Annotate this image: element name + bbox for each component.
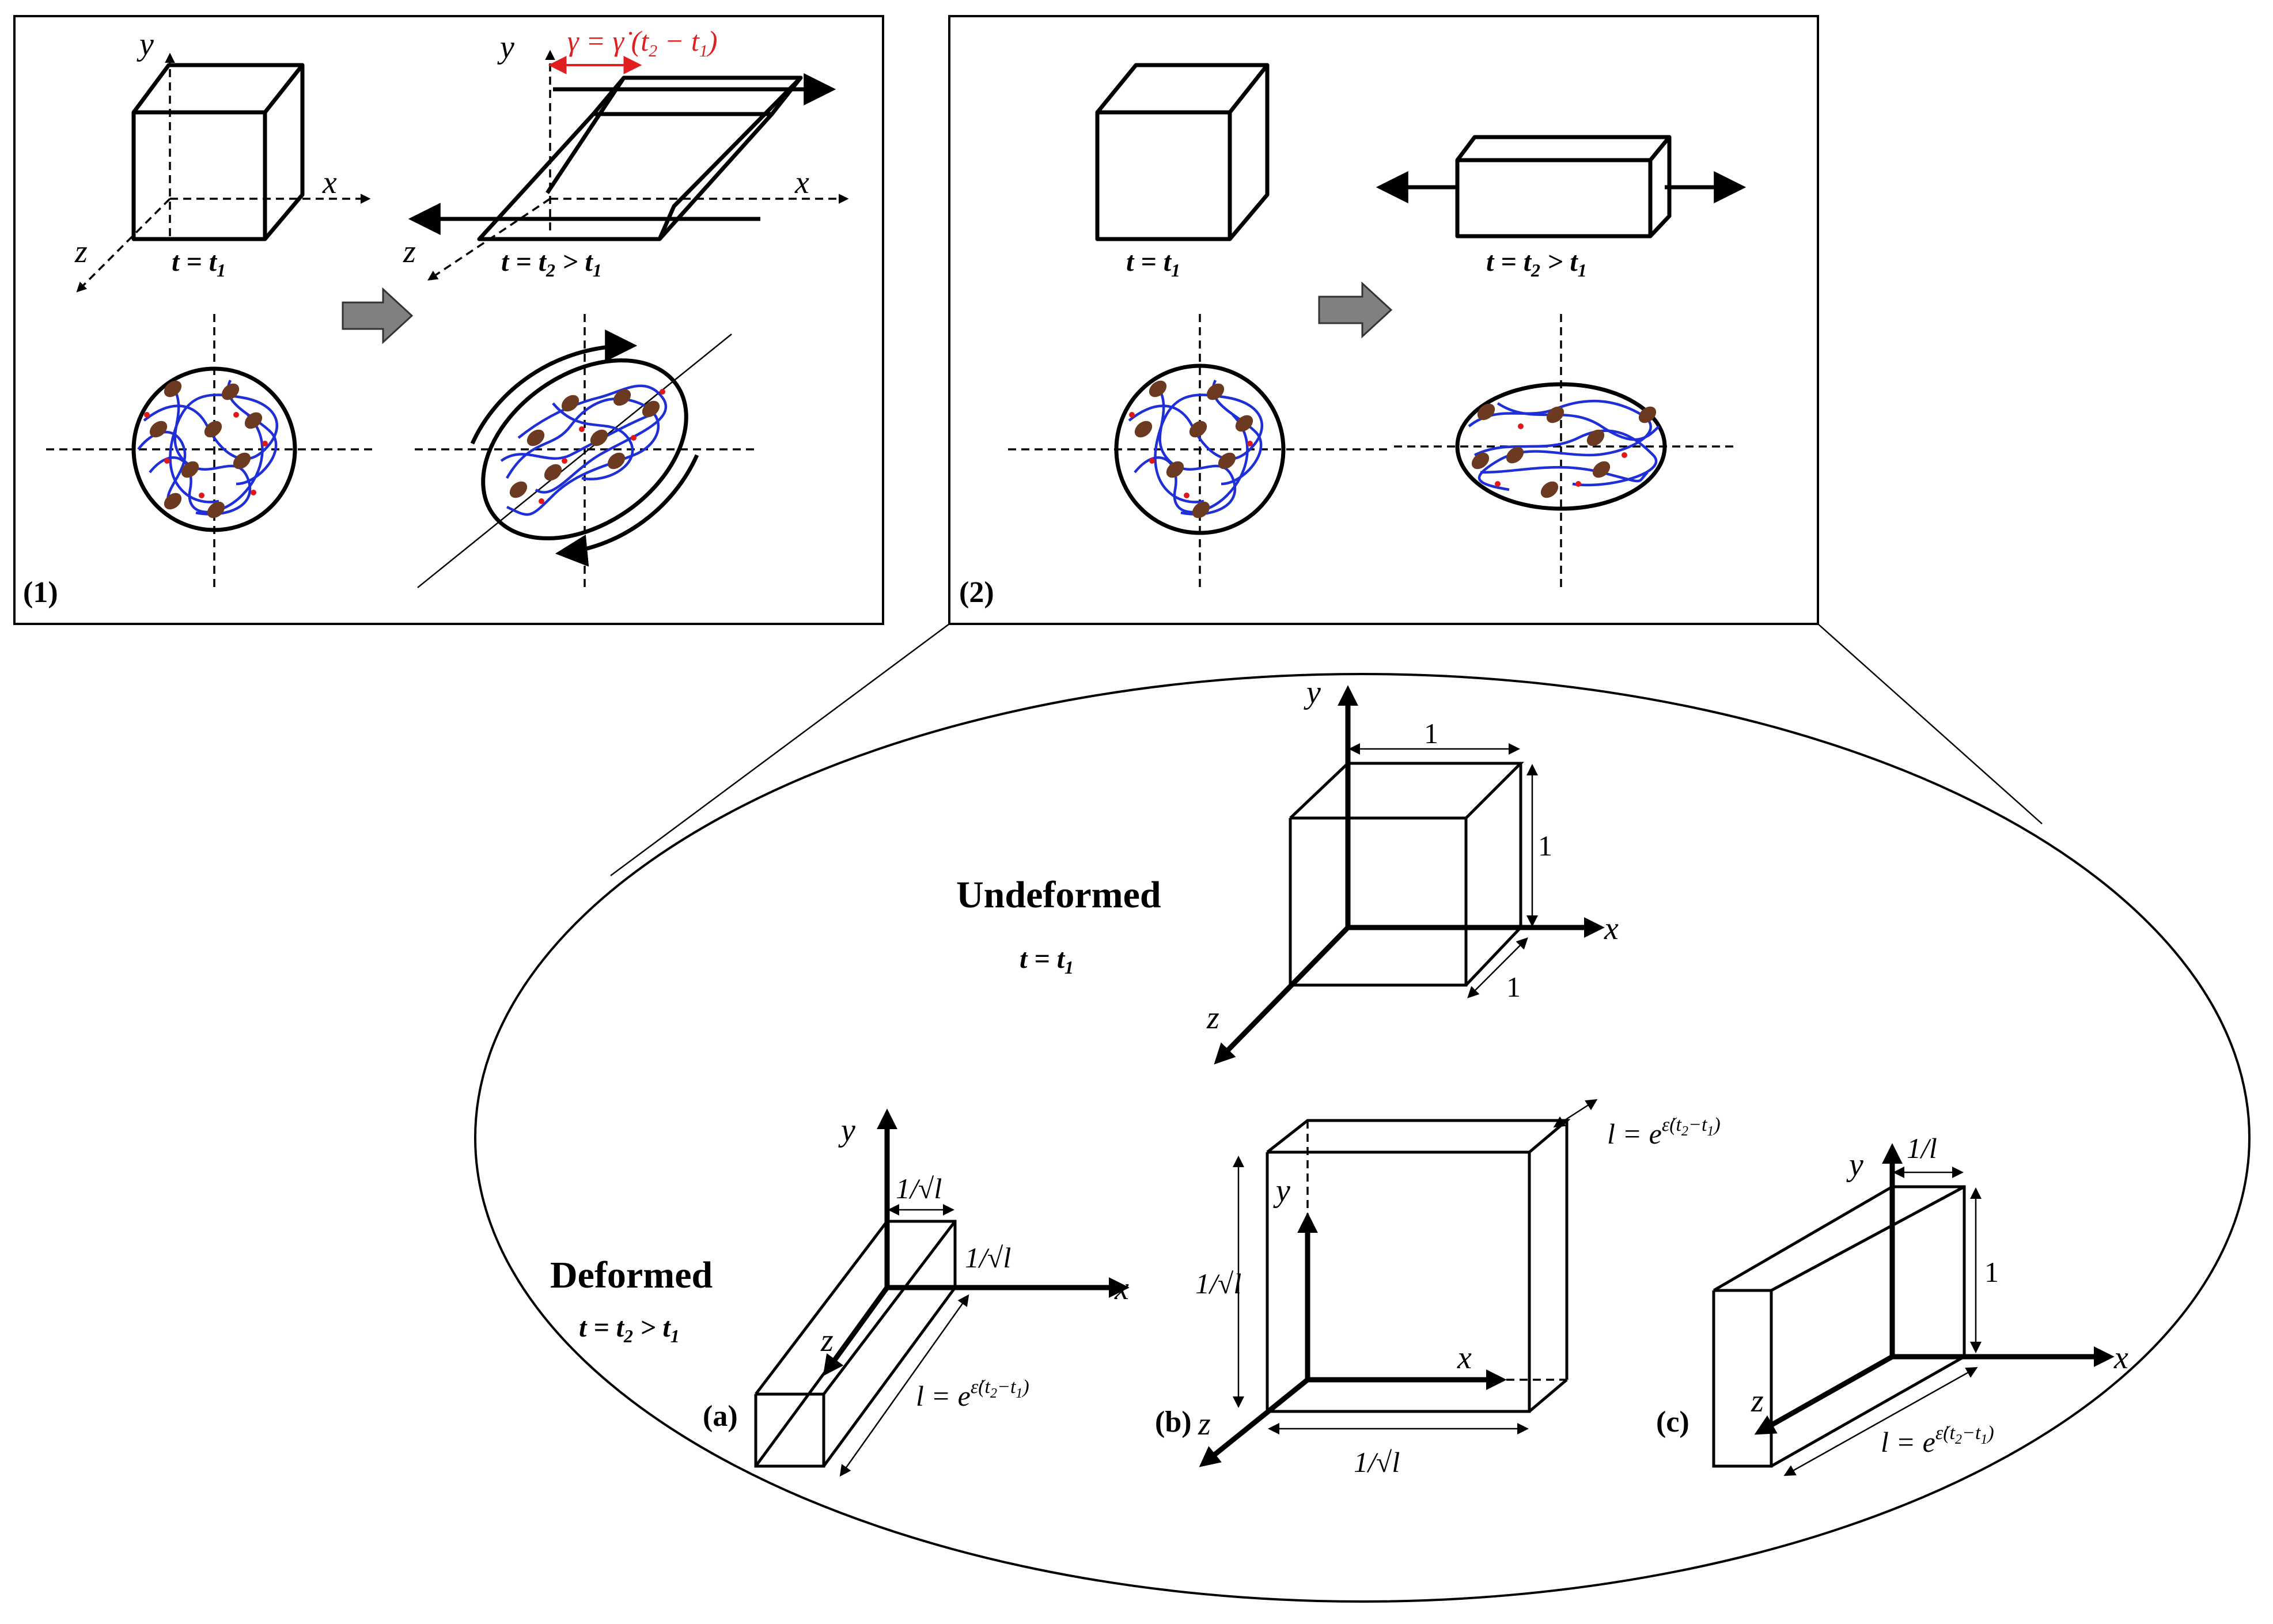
p1-particles	[149, 380, 263, 518]
p1-z-label: z	[74, 234, 88, 270]
p2-cube	[1095, 63, 1270, 241]
p1-ell-particles	[509, 389, 660, 498]
u-dim-depth	[1467, 937, 1528, 998]
u-z-axis	[1214, 925, 1350, 1065]
a-dim-l	[839, 1294, 969, 1477]
p2-ell-crosslinks	[1495, 423, 1627, 487]
a-label: (a)	[703, 1400, 738, 1433]
panel-1: y x z t = t1 y x z γ = γ̇ (t2 − t1) t = …	[13, 15, 884, 625]
p1-crosslinks	[144, 412, 268, 498]
p1-rotation-arrow-top	[470, 330, 638, 445]
a-z-label: z	[820, 1323, 834, 1358]
p1-time-after: t = t2 > t1	[501, 247, 602, 281]
b-y-label: y	[1273, 1173, 1290, 1209]
p1-cube	[131, 63, 305, 241]
p2-crosslinks	[1129, 412, 1253, 498]
b-dim-w-label: 1/√l	[1354, 1446, 1400, 1478]
a-dim-h-label: 1/√l	[965, 1241, 1011, 1274]
c-dim-w-label: 1/l	[1907, 1132, 1937, 1164]
p1-time-before: t = t1	[172, 247, 226, 281]
detail-ellipse	[474, 673, 2251, 1603]
panel-1-frame	[13, 15, 884, 625]
p1-shear-equation: γ = γ̇ (t2 − t1)	[567, 25, 717, 60]
p2-ell-chains	[1468, 399, 1660, 491]
p1-ell-crosslinks	[539, 389, 665, 504]
deformed-time: t = t2 > t1	[579, 1312, 680, 1346]
deformed-title: Deformed	[550, 1254, 713, 1296]
b-dim-h-label: 1/√l	[1195, 1267, 1241, 1300]
p1-y2-label: y	[497, 29, 514, 65]
a-y-label: y	[838, 1112, 855, 1148]
u-y-label: y	[1304, 675, 1321, 710]
p1-z2-label: z	[403, 234, 416, 270]
p2-network-circle	[1114, 364, 1286, 535]
c-dim-l-label: l = eε̇(t2−t1)	[1881, 1422, 1994, 1458]
zoom-line-left	[610, 623, 950, 877]
case-a: y x z 1/√l 1/√l l = eε̇(t2−t1) (a)	[703, 1108, 1130, 1477]
u-z-label: z	[1206, 1000, 1219, 1036]
a-z-axis	[823, 1286, 889, 1376]
b-label: (b)	[1155, 1406, 1192, 1438]
p1-y-label: y	[137, 27, 154, 62]
p2-network-ellipse	[1455, 382, 1667, 511]
p1-x2-label: x	[794, 165, 809, 200]
p1-label: (1)	[23, 576, 58, 609]
c-z-axis	[1754, 1354, 1894, 1435]
p1-rotation-arrow-bottom	[555, 454, 699, 567]
case-b: y x z 1/√l 1/√l l = eε̇(t2−t1) (b)	[1155, 1099, 1721, 1478]
p2-network-chains	[1128, 379, 1263, 516]
b-dim-l	[1553, 1099, 1598, 1128]
p1-network-chains	[137, 379, 278, 516]
c-y-label: y	[1846, 1147, 1863, 1183]
u-dim-top-label: 1	[1424, 717, 1438, 749]
u-x-label: x	[1604, 911, 1619, 947]
c-dim-l	[1783, 1367, 1978, 1476]
c-label: (c)	[1656, 1406, 1689, 1438]
c-x-label: x	[2113, 1340, 2128, 1376]
p1-network-circle	[131, 366, 297, 532]
undeformed-time: t = t1	[1020, 944, 1074, 978]
b-dim-l-label: l = eε̇(t2−t1)	[1607, 1114, 1721, 1150]
p1-process-arrow	[342, 287, 414, 345]
p1-network-ellipse	[481, 358, 688, 540]
b-x-label: x	[1457, 1340, 1472, 1376]
a-dim-w-label: 1/√l	[896, 1172, 942, 1205]
p2-ell-particles	[1471, 403, 1657, 498]
p2-time-before: t = t1	[1126, 247, 1180, 281]
zoom-line-right	[1817, 623, 2043, 824]
a-dim-l-label: l = eε̇(t2−t1)	[916, 1376, 1029, 1412]
p2-time-after: t = t2 > t1	[1486, 247, 1587, 281]
p2-particles	[1134, 380, 1253, 518]
b-z-axis	[1199, 1377, 1309, 1467]
c-z-label: z	[1751, 1383, 1764, 1419]
p1-x-label: x	[322, 165, 337, 200]
p2-stretched-box	[1455, 135, 1672, 239]
panel-2-frame	[948, 15, 1819, 625]
p2-process-arrow	[1318, 281, 1393, 339]
c-dim-h-label: 1	[1984, 1256, 1999, 1288]
a-x-label: x	[1114, 1271, 1129, 1307]
detail-view: y x z 1 1 1 Undeformed t = t1 Deformed t…	[474, 673, 2251, 1603]
u-dim-side-label: 1	[1538, 830, 1552, 862]
p2-label: (2)	[959, 576, 994, 609]
p1-z-axis	[76, 198, 171, 293]
case-c: y x z 1/l 1 l = eε̇(t2−t1) (c)	[1656, 1132, 2128, 1476]
u-dim-depth-label: 1	[1506, 971, 1521, 1003]
p1-ell-diagonal	[417, 334, 732, 588]
b-z-label: z	[1198, 1406, 1211, 1442]
p1-sheared-cube	[477, 75, 803, 241]
undeformed-title: Undeformed	[956, 874, 1161, 916]
panel-2: t = t1 t = t2 > t1	[948, 15, 1819, 625]
